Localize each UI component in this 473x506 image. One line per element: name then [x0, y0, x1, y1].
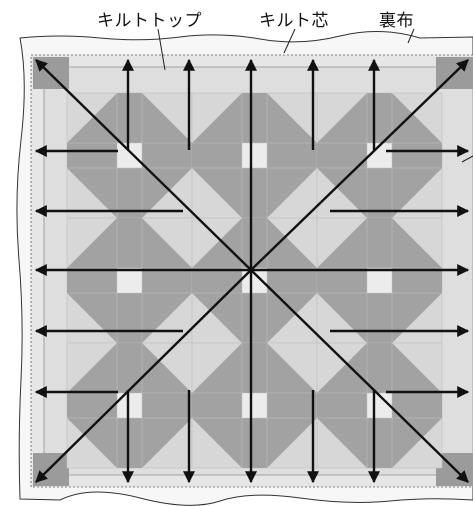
quilt-block: [317, 93, 442, 218]
quilt-block: [192, 93, 317, 218]
quilt-blocks: [67, 93, 442, 468]
direction-arrows: [36, 60, 468, 482]
quilt-block: [192, 218, 317, 343]
quilt-block: [192, 343, 317, 468]
quilt-block: [67, 343, 192, 468]
quilt-block: [317, 343, 442, 468]
quilt-block: [67, 218, 192, 343]
quilt-block: [317, 218, 442, 343]
quilt-block: [67, 93, 192, 218]
